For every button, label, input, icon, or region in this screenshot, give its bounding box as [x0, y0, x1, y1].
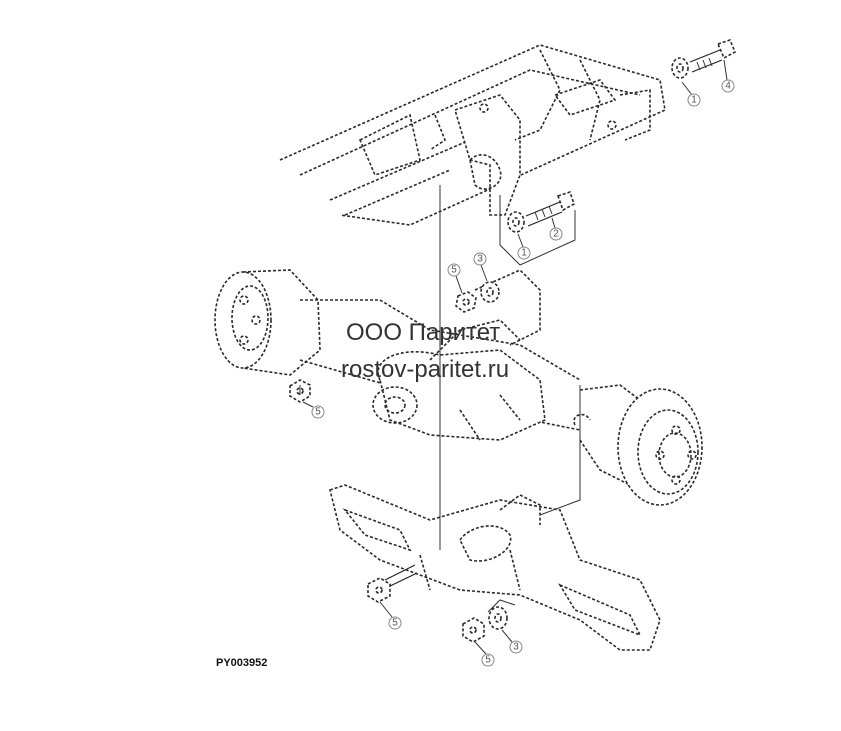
callout-label: 1 — [521, 248, 527, 259]
frame-bracket — [279, 44, 666, 226]
callout-4: 4 — [721, 59, 735, 93]
figure-code: PY003952 — [216, 657, 267, 669]
callout-5-left: 5 — [302, 401, 325, 419]
callout-label: 3 — [477, 254, 483, 265]
callout-2: 2 — [549, 217, 563, 241]
nut-washer-lower — [462, 599, 516, 643]
watermark-line2: rostov-paritet.ru — [341, 356, 509, 383]
callout-label: 3 — [513, 642, 519, 653]
callout-1-mid: 1 — [517, 233, 531, 260]
callout-5-lower-left: 5 — [379, 601, 402, 630]
lower-bracket — [329, 484, 661, 651]
callout-label: 2 — [553, 229, 559, 240]
assembly-guide-lines — [299, 185, 581, 550]
callout-3-upper: 3 — [473, 252, 488, 282]
callout-label: 5 — [485, 655, 491, 666]
axle-housing — [214, 269, 703, 506]
callout-label: 5 — [451, 265, 457, 276]
callout-5-upper: 5 — [447, 263, 463, 294]
callout-label: 1 — [691, 95, 697, 106]
nut-washer-upper — [455, 281, 500, 313]
nut-lower-left — [367, 564, 418, 603]
callout-3-bottom: 3 — [501, 629, 523, 654]
bolt-4-assembly — [671, 39, 737, 79]
callout-label: 4 — [725, 81, 731, 92]
bolt-2-assembly — [499, 190, 576, 266]
callout-1-top: 1 — [681, 81, 701, 107]
callout-label: 5 — [392, 618, 398, 629]
callout-label: 5 — [315, 407, 321, 418]
callout-5-bottom: 5 — [474, 641, 495, 667]
watermark-line1: ООО Паритет — [346, 319, 500, 346]
